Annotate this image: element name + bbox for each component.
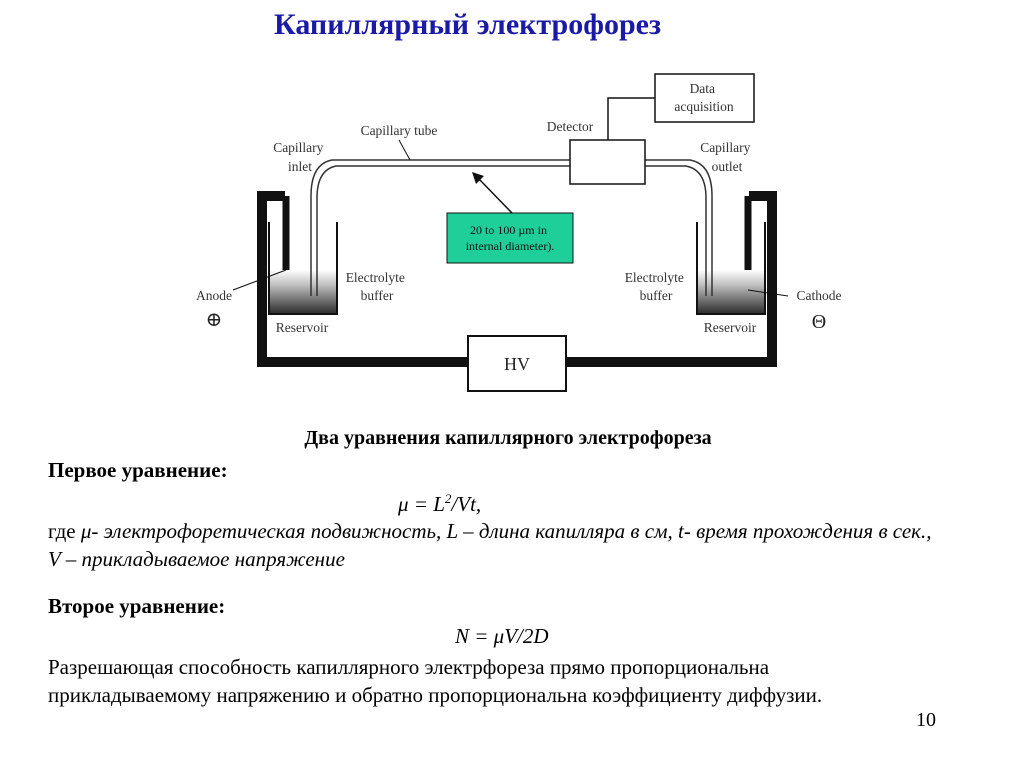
circuit-wire [257,196,777,367]
page-number: 10 [916,709,936,731]
hv-box [467,335,567,392]
slide-title: Капиллярный электрофорез [273,8,662,41]
section-heading: Два уравнения капиллярного электрофореза [304,427,712,449]
capillary-outlet-label: Capillary outlet [700,140,754,174]
capillary-inlet-label: Capillary inlet [273,140,327,174]
anode-label: Anode [196,288,232,303]
cathode-symbol: Θ [812,311,826,333]
electrolyte-buffer-left-label: Electrolyte buffer [346,270,409,303]
variable-definitions: где μ- электрофоретическая подвижность, … [48,519,932,571]
diameter-note-box [446,212,574,264]
diameter-note: 20 to 100 µm in internal diameter). [466,223,555,253]
reservoir-left-label: Reservoir [276,320,329,335]
resolution-formula: N = μV/2D [455,624,549,648]
conclusion-paragraph: Разрешающая способность капиллярного эле… [48,655,823,707]
first-equation-heading: Первое уравнение: [48,458,228,482]
cathode-label: Cathode [797,288,842,303]
second-equation-heading: Второе уравнение: [48,594,226,618]
capillary-tube [310,159,713,296]
hv-label: HV [504,354,530,374]
detector-box [569,139,646,185]
data-acquisition-label: Data acquisition [674,81,733,114]
electrophoresis-diagram: Data acquisition HV 20 to 100 µm in inte… [196,73,842,392]
left-reservoir [268,222,338,315]
detector-label: Detector [547,119,594,134]
reservoir-right-label: Reservoir [704,320,757,335]
data-acquisition-box [654,73,755,123]
electrolyte-buffer-right-label: Electrolyte buffer [625,270,688,303]
mobility-formula: μ = L2/Vt, [398,491,482,516]
anode-symbol: ⊕ [206,309,223,331]
right-reservoir [696,222,766,315]
capillary-tube-label: Capillary tube [361,123,438,138]
